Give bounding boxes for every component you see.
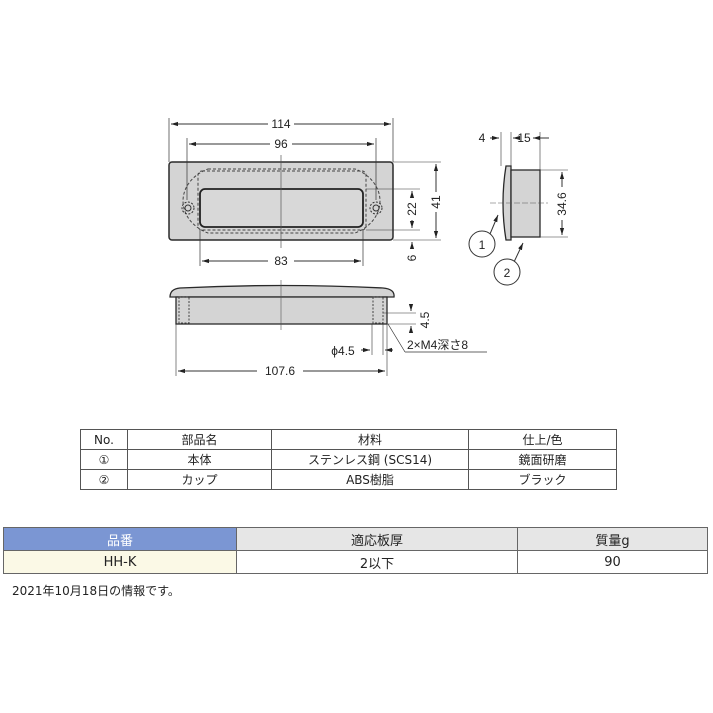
- front-view: 114 96 83 22 41 6: [168, 117, 443, 268]
- parts-table: No. 部品名 材料 仕上/色 ① 本体 ステンレス鋼 (SCS14) 鏡面研磨…: [80, 429, 617, 490]
- col-finish: 仕上/色: [468, 429, 617, 450]
- dim-flange: 4: [479, 131, 486, 145]
- table-row: ② カップ ABS樹脂 ブラック: [80, 469, 617, 490]
- col-no: No.: [80, 429, 128, 450]
- dim-opening-height: 22: [405, 202, 419, 216]
- table-row: HH-K 2以下 90: [3, 550, 708, 574]
- info-date-note: 2021年10月18日の情報です。: [12, 584, 180, 598]
- spec-table: 品番 適応板厚 質量g HH-K 2以下 90: [3, 527, 708, 574]
- dim-bottom-offset: 6: [405, 254, 419, 261]
- cell-finish: ブラック: [468, 469, 617, 490]
- dim-cup-width: 107.6: [265, 364, 295, 378]
- col-panel-thickness: 適応板厚: [236, 527, 518, 551]
- cell-no: ①: [80, 449, 128, 470]
- col-material: 材料: [271, 429, 469, 450]
- cell-part-name: 本体: [127, 449, 272, 470]
- side-view: 4 15 34.6 1 2: [468, 131, 569, 286]
- dim-overall-height: 41: [429, 195, 443, 209]
- cell-material: ABS樹脂: [271, 469, 469, 490]
- table-row: ① 本体 ステンレス鋼 (SCS14) 鏡面研磨: [80, 449, 617, 470]
- bottom-view: 4.5 ϕ4.5 2×M4深さ8 107.6: [169, 280, 487, 378]
- callout-1: 1: [479, 238, 486, 252]
- cell-finish: 鏡面研磨: [468, 449, 617, 470]
- dim-thread-depth: 4.5: [418, 311, 432, 328]
- technical-drawing: 114 96 83 22 41 6 4: [168, 117, 569, 378]
- thread-note: 2×M4深さ8: [407, 338, 468, 352]
- cell-part-name: カップ: [127, 469, 272, 490]
- cell-panel-thickness: 2以下: [236, 550, 518, 574]
- dim-overall-width: 114: [271, 117, 290, 131]
- col-mass: 質量g: [517, 527, 708, 551]
- dim-depth: 15: [517, 131, 531, 145]
- col-part-name: 部品名: [127, 429, 272, 450]
- dim-opening-width: 83: [274, 254, 288, 268]
- cell-material: ステンレス鋼 (SCS14): [271, 449, 469, 470]
- dim-hole-pitch: 96: [274, 137, 288, 151]
- callout-2: 2: [504, 266, 511, 280]
- dim-hole-dia: ϕ4.5: [331, 344, 355, 358]
- col-part-number: 品番: [3, 527, 237, 551]
- parts-table-header: No. 部品名 材料 仕上/色: [80, 429, 617, 450]
- cell-no: ②: [80, 469, 128, 490]
- cell-mass: 90: [517, 550, 708, 574]
- spec-table-header: 品番 適応板厚 質量g: [3, 527, 708, 551]
- cell-part-number: HH-K: [3, 550, 237, 574]
- dim-cup-height: 34.6: [555, 192, 569, 216]
